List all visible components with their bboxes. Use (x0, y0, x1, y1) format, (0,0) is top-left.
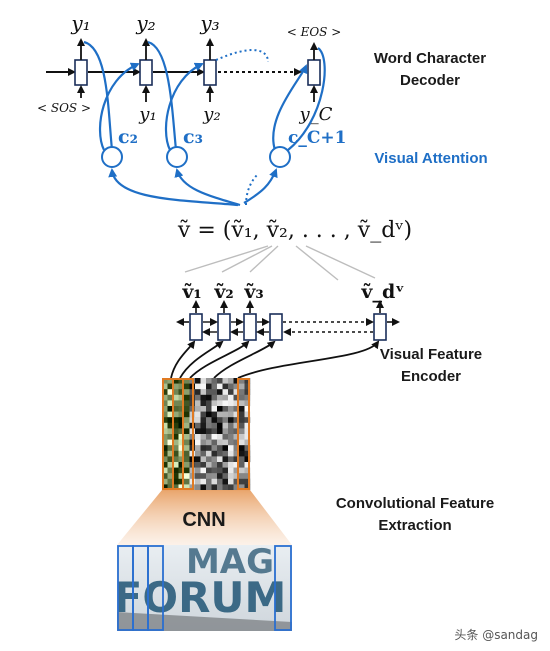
decoder-cell-2 (139, 59, 153, 86)
decoder-input-y1: y₁ (138, 104, 156, 125)
encoder-label-line1: Visual Feature (379, 346, 483, 363)
attention-label: Visual Attention (356, 148, 506, 170)
decoder-label-line2: Decoder (399, 72, 461, 89)
attention-label-text: Visual Attention (374, 150, 488, 167)
cnn-label: CNN (182, 509, 225, 531)
decoder-output-2: y₂ (135, 11, 155, 35)
encoder-section: ṽ₁ ṽ₂ ṽ₃ ṽ_dᵛ (170, 281, 405, 379)
encoder-vector-3: ṽ₃ (243, 281, 263, 303)
extraction-label-line1: Convolutional Feature (335, 495, 495, 512)
encoder-label-line2: Encoder (400, 368, 461, 385)
cnn-cone: CNN (117, 490, 292, 545)
decoder-output-eos: < EOS > (287, 25, 342, 39)
encoder-cell-4 (269, 313, 283, 341)
context-label-2: c₂ (118, 126, 138, 148)
encoder-cell-last (373, 313, 387, 341)
encoder-cell-1 (189, 313, 203, 341)
decoder-cell-3 (203, 59, 217, 86)
decoder-label: Word Character Decoder (360, 48, 500, 92)
decoder-cell-last (307, 59, 321, 86)
context-circle-2 (101, 146, 123, 168)
encoder-label: Visual Feature Encoder (366, 344, 496, 388)
decoder-output-1: y₁ (70, 11, 90, 35)
fan-lines (184, 245, 376, 281)
decoder-section: y₁ y₂ y₃ < EOS > < SOS > y₁ y₂ y_C (37, 11, 341, 125)
encoder-vector-2: ṽ₂ (213, 281, 233, 303)
attention-section: c₂ c₃ c_C+1 (83, 40, 346, 207)
feature-map (162, 378, 251, 491)
encoder-vector-1: ṽ₁ (181, 281, 201, 303)
decoder-input-y2: y₂ (202, 104, 220, 125)
encoder-cell-2 (217, 313, 231, 341)
feature-equation: ṽ = (ṽ₁, ṽ₂, . . . , ṽ_dᵛ) (177, 218, 412, 243)
decoder-cell-1 (74, 59, 88, 86)
decoder-label-line1: Word Character (373, 50, 487, 67)
context-circle-last (269, 146, 291, 168)
input-image: MAG FORUM (114, 542, 292, 631)
encoder-vector-last: ṽ_dᵛ (360, 281, 404, 303)
image-text-top: MAG (186, 542, 274, 582)
context-circle-3 (166, 146, 188, 168)
watermark-text: 头条 @sandag (454, 628, 538, 642)
extraction-label-line2: Extraction (378, 517, 452, 534)
context-label-last: c_C+1 (288, 128, 346, 148)
decoder-input-sos: < SOS > (37, 101, 91, 115)
extraction-label: Convolutional Feature Extraction (330, 493, 500, 537)
encoder-cell-3 (243, 313, 257, 341)
context-label-3: c₃ (183, 126, 203, 148)
decoder-output-3: y₃ (199, 11, 219, 35)
